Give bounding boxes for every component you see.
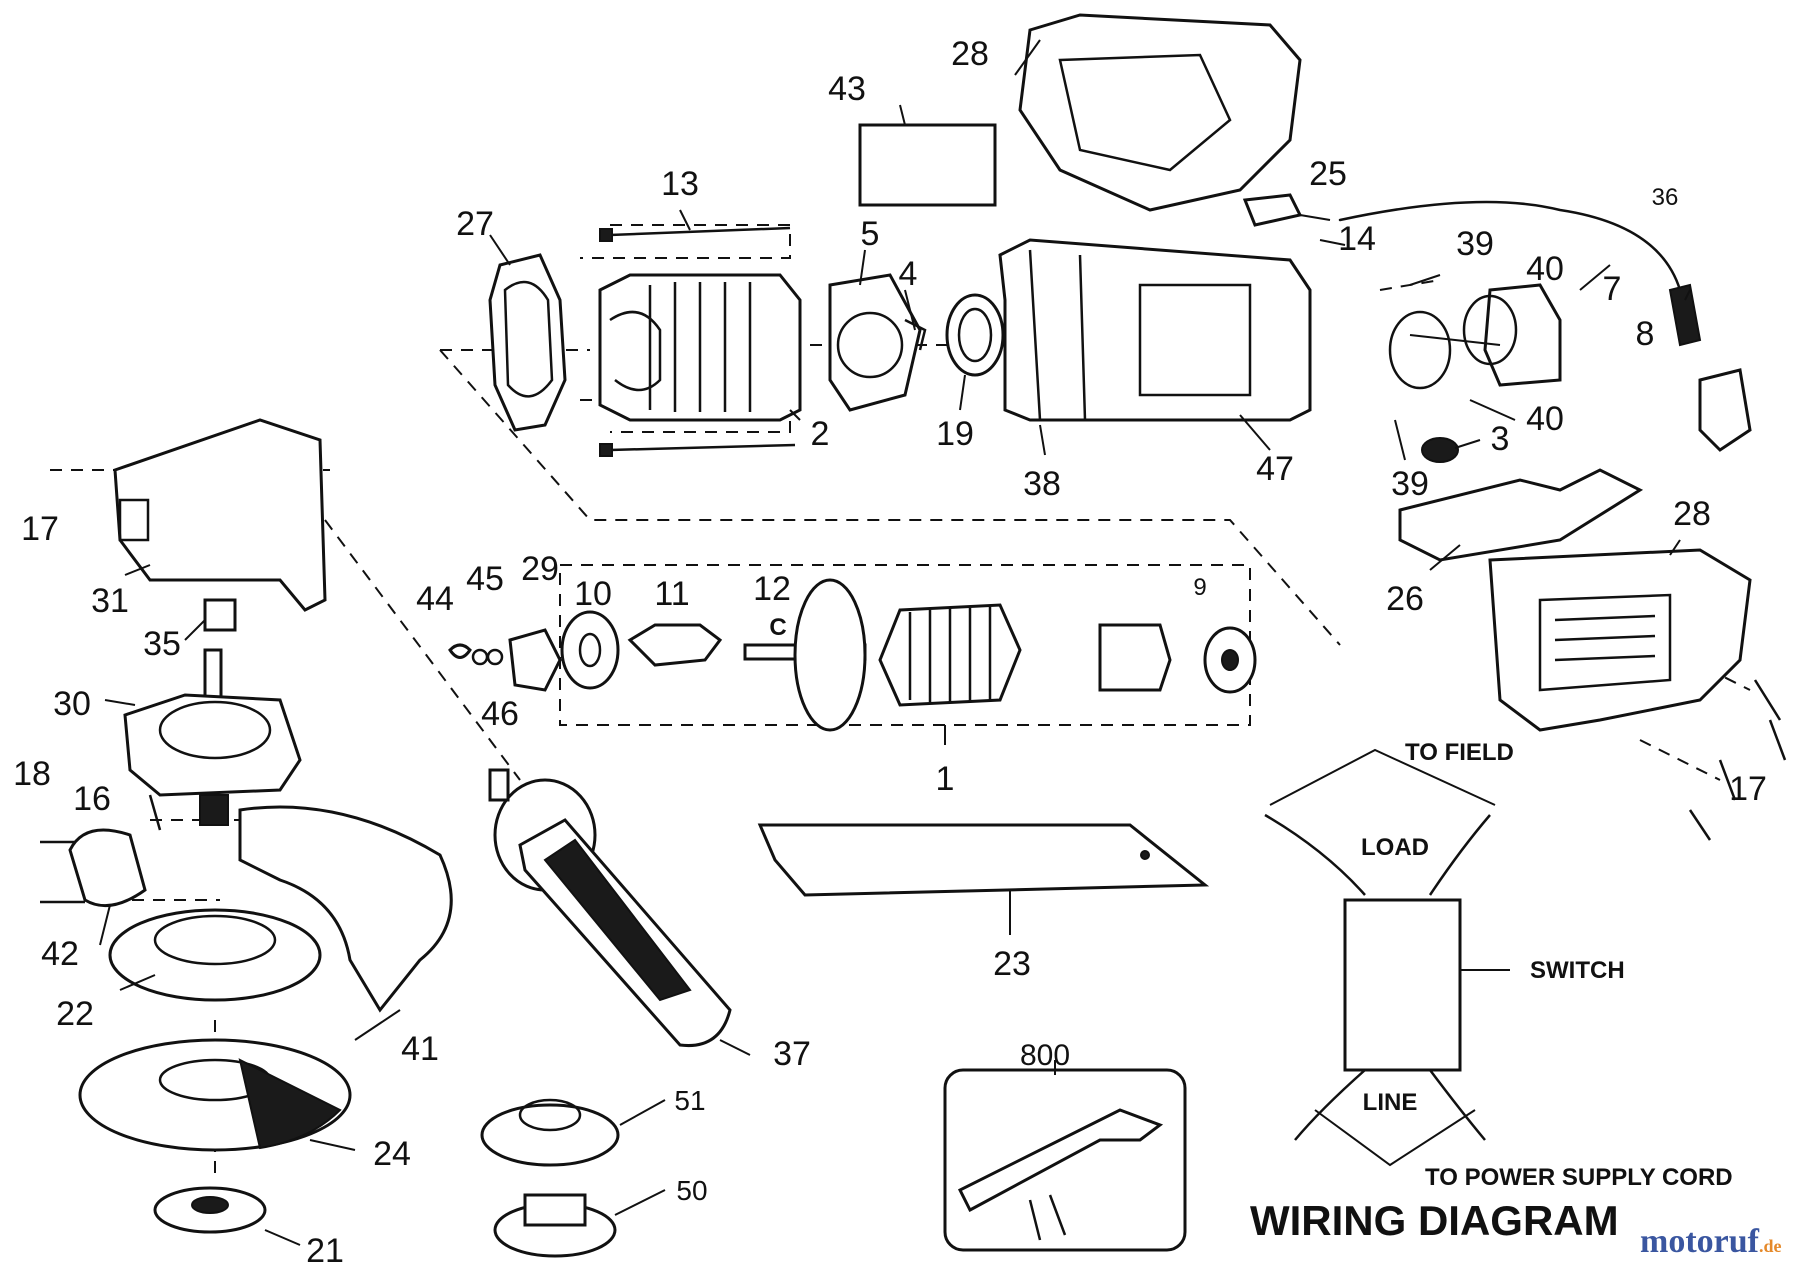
part-24-grinding-disc — [78, 1038, 352, 1152]
watermark-text: motoruf — [1640, 1223, 1760, 1260]
label-17-left: 17 — [21, 510, 59, 548]
wiring-switch-label: SWITCH — [1530, 957, 1625, 984]
svg-text:motoruf.de: motoruf.de — [1640, 1223, 1781, 1260]
part-11-baffle — [627, 623, 723, 667]
part-30-gear-plate — [123, 648, 302, 826]
label-2: 2 — [811, 415, 830, 453]
part-7-end-cap — [1388, 283, 1562, 390]
label-30: 30 — [53, 685, 91, 723]
part-23-plate — [757, 823, 1210, 897]
part-800-service-tool — [943, 1068, 1187, 1252]
part-1-armature-group — [448, 578, 1257, 732]
label-7: 7 — [1603, 270, 1622, 308]
part-27-end-frame — [488, 253, 567, 432]
part-28-handle-bottom — [1488, 548, 1752, 732]
part-2-field-assembly — [598, 273, 802, 422]
label-40-top: 40 — [1526, 250, 1564, 288]
label-25: 25 — [1309, 155, 1347, 193]
part-17-screws-right — [1688, 679, 1787, 841]
label-14: 14 — [1338, 220, 1376, 258]
label-46: 46 — [481, 695, 519, 733]
label-17-right: 17 — [1729, 770, 1767, 808]
label-39-top: 39 — [1456, 225, 1494, 263]
wiring-line-label: LINE — [1363, 1089, 1418, 1116]
label-21: 21 — [306, 1232, 344, 1270]
wiring-diagram-title: WIRING DIAGRAM — [1250, 1197, 1619, 1244]
label-18: 18 — [13, 755, 51, 793]
label-19: 19 — [936, 415, 974, 453]
label-50: 50 — [676, 1175, 707, 1206]
wiring-to-field-label: TO FIELD — [1405, 739, 1514, 766]
label-31: 31 — [91, 582, 129, 620]
part-10-bearing — [560, 610, 620, 690]
label-1: 1 — [936, 760, 955, 798]
label-26: 26 — [1386, 580, 1424, 618]
label-51: 51 — [674, 1085, 705, 1116]
part-25-switch — [1242, 193, 1303, 227]
part-51-flange — [480, 1098, 620, 1167]
label-23: 23 — [993, 945, 1031, 983]
part-5-brush-plate — [828, 273, 927, 412]
part-42-guard-clamp — [68, 828, 147, 908]
label-47: 47 — [1256, 450, 1294, 488]
wiring-to-power-label: TO POWER SUPPLY CORD — [1425, 1164, 1733, 1191]
label-24: 24 — [373, 1135, 411, 1173]
label-28-top: 28 — [951, 35, 989, 73]
part-41-wheel-guard — [238, 805, 453, 1013]
label-39-bottom: 39 — [1391, 465, 1429, 503]
label-16: 16 — [73, 780, 111, 818]
part-13-field-screws — [599, 226, 796, 457]
label-29: 29 — [521, 550, 559, 588]
part-43-nameplate — [858, 123, 997, 207]
part-44-retaining-ring — [448, 643, 472, 659]
watermark-suffix: .de — [1759, 1236, 1782, 1256]
label-11: 11 — [654, 575, 689, 613]
part-3-brush — [1421, 437, 1459, 463]
part-47-motor-housing — [998, 238, 1312, 422]
part-50-spacer — [493, 1193, 617, 1258]
label-43: 43 — [828, 70, 866, 108]
label-22: 22 — [56, 995, 94, 1033]
watermark: motoruf.de — [1640, 1223, 1781, 1260]
wiring-diagram-labels: TO FIELD LOAD SWITCH LINE TO POWER SUPPL… — [1250, 739, 1733, 1244]
label-800: 800 — [1020, 1039, 1070, 1072]
label-13: 13 — [661, 165, 699, 203]
label-42: 42 — [41, 935, 79, 973]
label-9: 9 — [1193, 574, 1206, 601]
label-35: 35 — [143, 625, 181, 663]
part-35-spindle-bearing — [203, 598, 237, 632]
wiring-diagram — [1264, 748, 1510, 1167]
label-27: 27 — [456, 205, 494, 243]
label-10: 10 — [574, 575, 612, 613]
label-4: 4 — [899, 255, 918, 293]
label-45: 45 — [466, 560, 504, 598]
leader-lines — [99, 39, 1691, 1246]
part-29-pinion — [508, 628, 562, 692]
wiring-load-label: LOAD — [1361, 834, 1429, 861]
label-36: 36 — [1652, 184, 1679, 211]
part-36-power-cord — [1338, 200, 1752, 452]
label-28-bottom: 28 — [1673, 495, 1711, 533]
label-44: 44 — [416, 580, 454, 618]
part-31-gear-case — [113, 418, 327, 612]
label-3: 3 — [1491, 420, 1510, 458]
part-22-backing-pad — [108, 908, 322, 1002]
label-41: 41 — [401, 1030, 439, 1068]
label-40-bottom: 40 — [1526, 400, 1564, 438]
part-37-side-handle — [488, 768, 732, 1048]
label-38: 38 — [1023, 465, 1061, 503]
label-5: 5 — [861, 215, 880, 253]
part-26-switch-lever — [1398, 468, 1644, 562]
armature-fan — [793, 578, 867, 732]
label-8: 8 — [1636, 315, 1655, 353]
part-21-clamp-nut — [153, 1186, 267, 1234]
label-12: 12 — [753, 570, 791, 608]
commutator — [1098, 623, 1172, 692]
label-37: 37 — [773, 1035, 811, 1073]
label-12-c: C — [769, 614, 786, 641]
part-28-handle-top — [1018, 13, 1302, 212]
part-19-bearing — [945, 293, 1005, 377]
part-number-labels: 1 2 3 4 5 7 8 9 10 11 12 C 13 14 16 17 1… — [13, 35, 1767, 1270]
